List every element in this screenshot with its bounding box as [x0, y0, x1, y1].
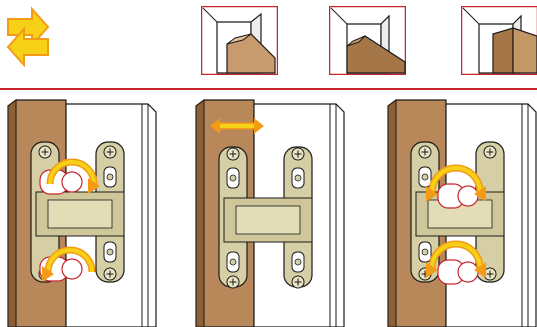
adjust-pin-bottom	[438, 260, 478, 284]
hinge-panel-depth	[0, 92, 160, 327]
hinge-panel-height	[380, 92, 537, 327]
thumbnail-door-open	[461, 6, 537, 75]
adjust-pin-top	[438, 184, 478, 208]
adjust-pin-top	[40, 170, 82, 194]
thumbnail-door-closed	[201, 6, 278, 75]
hinge-panel-horizontal	[188, 92, 348, 327]
thumbnail-door-half-open	[329, 6, 406, 75]
section-divider	[0, 88, 537, 90]
swap-direction-arrows-icon	[4, 5, 52, 67]
